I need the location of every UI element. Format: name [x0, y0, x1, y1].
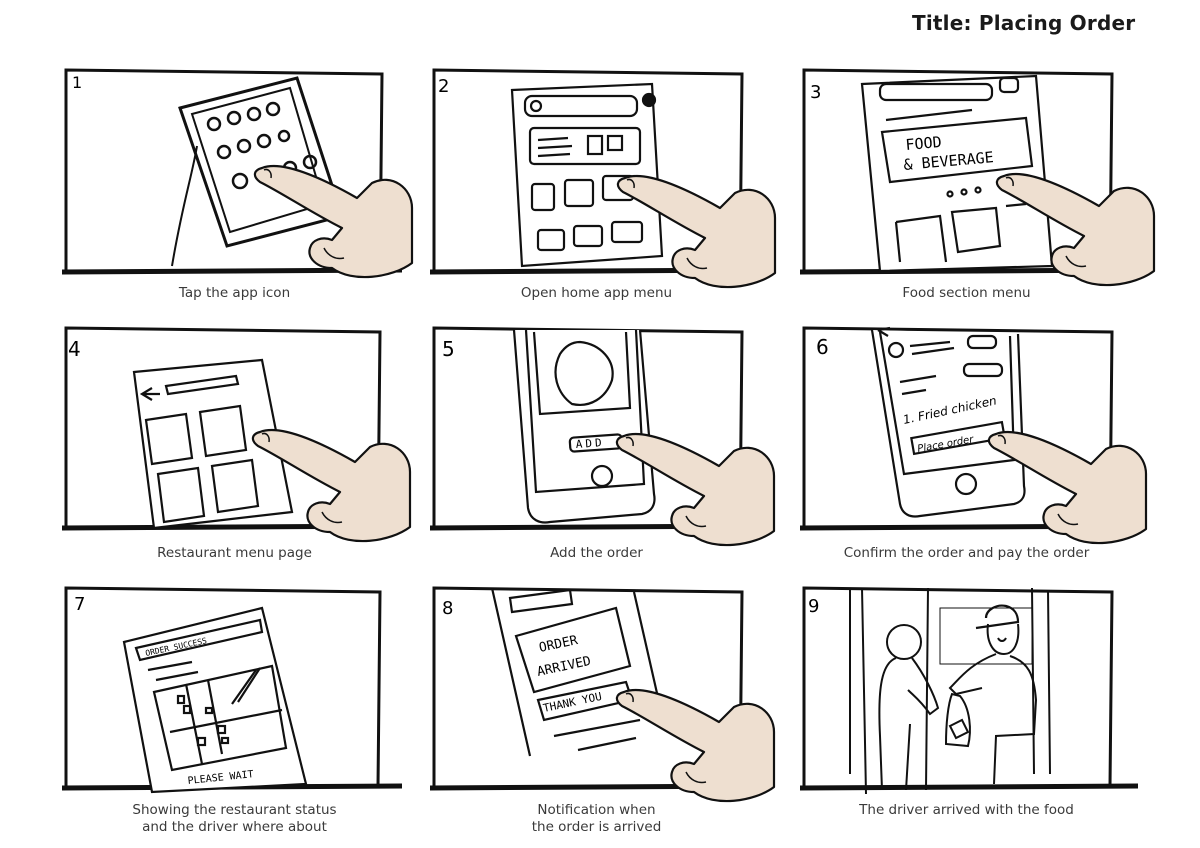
phone-food-sketch: [860, 74, 1054, 273]
panel-number: 7: [74, 594, 85, 615]
caption-line: the order is arrived: [531, 819, 662, 835]
panel-caption-4: Restaurant menu page: [157, 545, 312, 561]
customer-figure: [878, 624, 940, 791]
map-icon: [152, 664, 288, 772]
add-label: ADD: [575, 436, 605, 451]
food-beverage-banner: [880, 116, 1034, 184]
order-label: ORDER: [538, 633, 580, 656]
storyboard-panel-2: 2: [429, 66, 777, 289]
food-bag-icon: [944, 692, 971, 748]
search-icon: [529, 99, 543, 113]
arrived-label: ARRIVED: [536, 654, 593, 680]
panel-caption-8: Notification when the order is arrived: [424, 802, 769, 836]
panel-number: 3: [810, 82, 821, 103]
order-arrived-card: [514, 606, 632, 694]
panel-number: 1: [72, 73, 82, 92]
cap-icon: [975, 604, 1020, 630]
restaurant-menu-sketch: [132, 358, 294, 530]
storyboard-panel-5: 5 ADD: [429, 324, 776, 547]
storyboard-panel-6: 6 1. Fried chicken Place order: [799, 324, 1148, 545]
profile-icon: [641, 92, 657, 108]
order-success-banner: [134, 618, 264, 662]
place-order-button: [910, 420, 1006, 456]
door-window: [939, 607, 1033, 665]
panel-caption-9: The driver arrived with the food: [859, 802, 1074, 818]
storyboard-panel-7: 7 ORDER SUCCESS PLEASE WAIT: [61, 584, 407, 794]
caption-line: and the driver where about: [142, 819, 327, 835]
back-arrow-icon: [139, 387, 160, 401]
food-label: FOOD: [905, 133, 943, 154]
panel-number: 6: [816, 335, 829, 359]
panel-caption-3: Food section menu: [902, 285, 1031, 301]
storyboard-panel-3: 3 FOOD & BEVERAGE: [799, 66, 1156, 287]
phone-confirm-sketch: [870, 326, 1026, 518]
storyboard-panel-4: 4: [61, 324, 412, 543]
panel-caption-7: Showing the restaurant status and the dr…: [62, 802, 407, 836]
phone-add-sketch: [512, 329, 656, 524]
order-status-sketch: [122, 606, 308, 794]
phone-home-sketch: [510, 82, 664, 268]
chicken-icon: [554, 340, 614, 406]
storyboard-panel-9: 9: [799, 584, 1145, 795]
driver-figure: [948, 604, 1038, 785]
panel-caption-1: Tap the app icon: [178, 285, 291, 301]
storyboard-panel-1: 1: [61, 66, 414, 279]
panel-number: 8: [442, 598, 453, 619]
storyboard-title: Title: Placing Order: [912, 11, 1136, 35]
panel-number: 9: [808, 596, 819, 617]
panel-number: 5: [442, 337, 455, 361]
caption-line: Showing the restaurant status: [132, 802, 337, 818]
search-bar: [523, 94, 639, 118]
panel-caption-6: Confirm the order and pay the order: [843, 545, 1090, 561]
panel-number: 2: [438, 76, 449, 97]
storyboard-panel-8: 8 ORDER ARRIVED THANK YOU: [429, 584, 776, 803]
back-arrow-icon: [877, 326, 891, 337]
panel-caption-2: Open home app menu: [520, 285, 673, 301]
panel-caption-5: Add the order: [550, 545, 643, 561]
delivery-scene-sketch: [849, 587, 1051, 795]
panel-number: 4: [68, 337, 81, 361]
caption-line: Notification when: [537, 802, 656, 818]
notification-sketch: [490, 587, 666, 757]
